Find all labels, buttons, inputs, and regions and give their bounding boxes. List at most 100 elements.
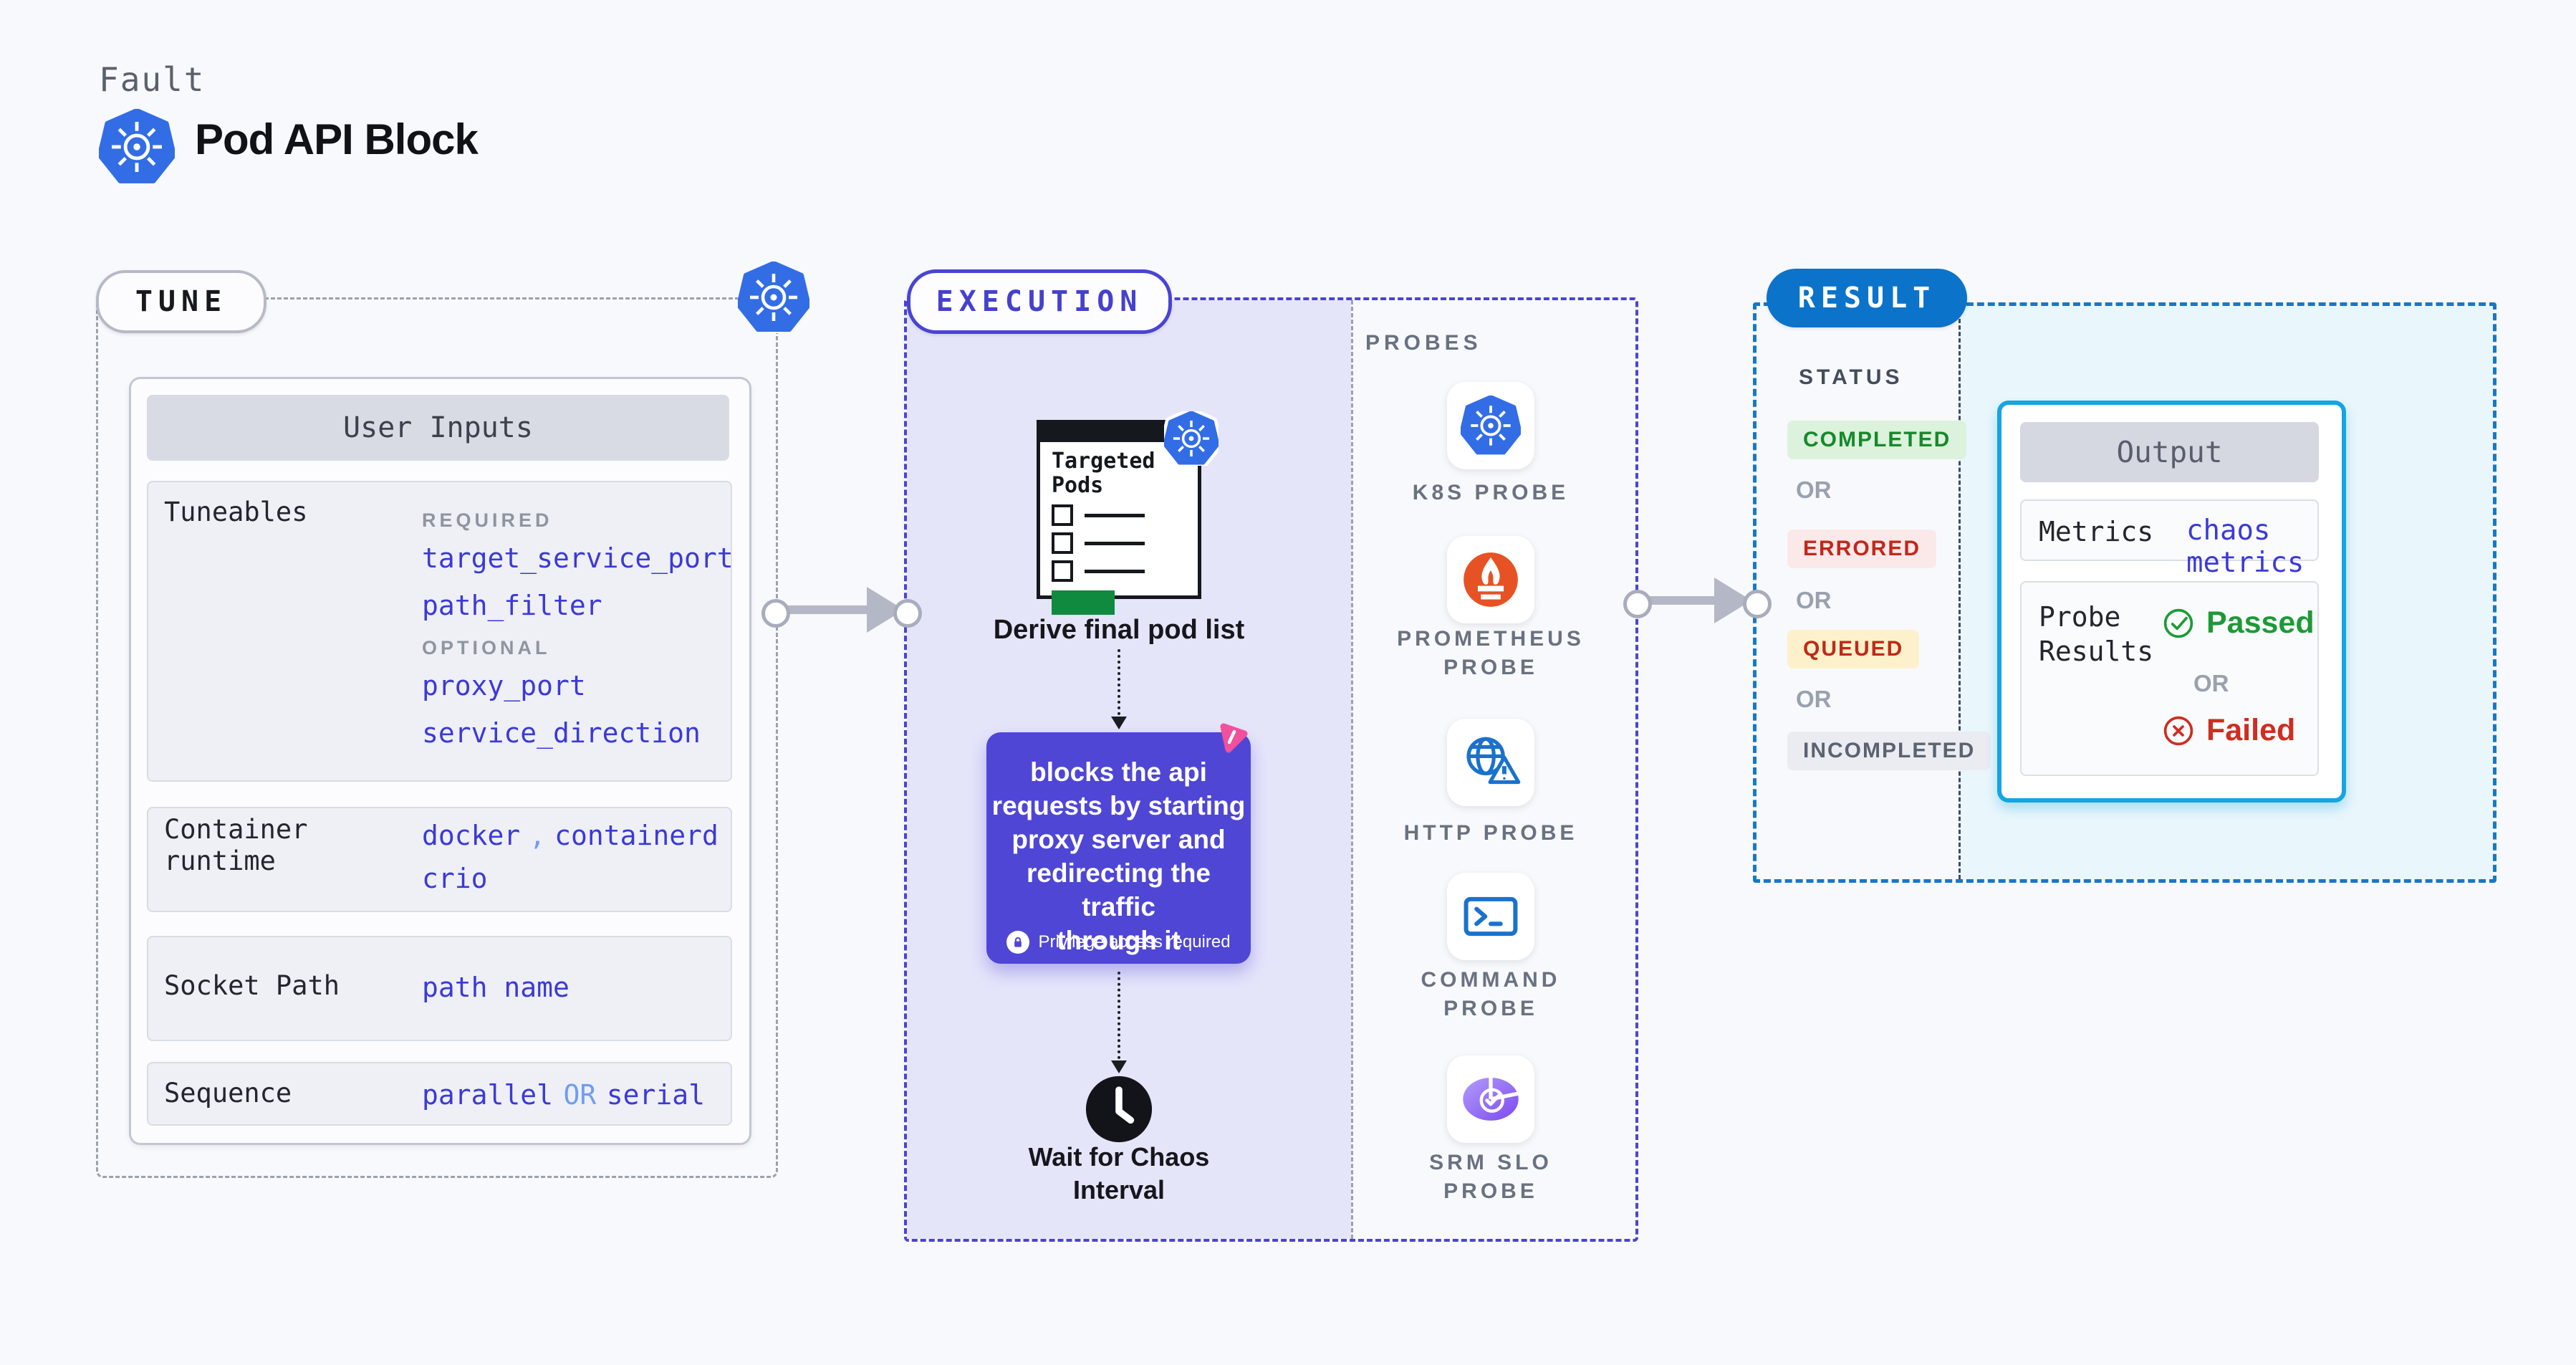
srm-slo-probe-card <box>1447 1055 1534 1143</box>
socket-path-row: Socket Path path name <box>147 936 732 1041</box>
slo-chart-icon <box>1459 1068 1522 1131</box>
kubernetes-icon <box>738 262 809 333</box>
tuneable-value: service_direction <box>422 717 701 749</box>
progress-block <box>1052 590 1115 615</box>
output-title: Output <box>2020 422 2319 482</box>
tuneables-row: Tuneables REQUIRED target_service_port p… <box>147 481 734 782</box>
execution-pill: EXECUTION <box>907 269 1172 334</box>
sequence-label: Sequence <box>164 1078 292 1108</box>
prometheus-probe-card <box>1447 536 1534 623</box>
wait-chaos-caption: Wait for Chaos Interval <box>990 1141 1248 1207</box>
or-label: OR <box>1796 587 1832 613</box>
dotted-connector <box>1118 972 1120 1059</box>
status-badge-completed: COMPLETED <box>1787 421 1967 459</box>
runtime-value: crio <box>422 863 488 894</box>
output-card: Output Metrics chaos metrics Probe Resul… <box>1997 401 2346 803</box>
tuneable-value: path_filter <box>422 590 602 621</box>
action-line: through it <box>1057 926 1181 955</box>
dotted-connector-head <box>1111 717 1127 729</box>
probes-divider <box>1351 300 1353 1239</box>
result-divider <box>1959 306 1961 879</box>
checklist-item <box>1052 532 1186 554</box>
fault-action-text: blocks the api requests by starting prox… <box>986 755 1251 957</box>
sequence-value: serial <box>606 1079 705 1111</box>
probe-results-row: Probe Results Passed OR Failed <box>2020 581 2319 776</box>
prometheus-icon <box>1464 552 1518 607</box>
optional-tag: OPTIONAL <box>422 637 551 658</box>
kubernetes-icon <box>1461 396 1521 456</box>
x-circle-icon <box>2163 716 2193 745</box>
action-line: blocks the api <box>1030 757 1207 787</box>
wait-line: Wait for Chaos <box>1028 1142 1210 1172</box>
socket-path-label: Socket Path <box>164 970 340 1001</box>
chaos-litmus-icon <box>1218 722 1254 758</box>
action-line: requests by starting <box>991 791 1246 820</box>
fault-kicker: Fault <box>99 60 206 99</box>
page-title: Pod API Block <box>195 115 479 163</box>
status-label: STATUS <box>1799 365 1903 389</box>
connector-ring <box>893 599 922 628</box>
flow-arrow-shaft <box>772 605 870 614</box>
checklist-item <box>1052 504 1186 526</box>
checklist-item <box>1052 560 1186 582</box>
privilege-note-text: Privilege access required <box>1038 932 1231 952</box>
action-line: proxy server and <box>1011 825 1226 854</box>
result-section: STATUS COMPLETED OR ERRORED OR QUEUED OR… <box>1753 302 2496 883</box>
tuneables-label: Tuneables <box>164 497 308 527</box>
fault-action-box: blocks the api requests by starting prox… <box>986 732 1251 964</box>
or-label: OR <box>1796 476 1832 503</box>
http-probe-label: HTTP PROBE <box>1403 821 1578 845</box>
failed-result: Failed <box>2162 713 2295 748</box>
runtime-value: containerd <box>554 820 719 851</box>
kubernetes-icon <box>1164 411 1219 466</box>
sequence-row: Sequence parallel OR serial <box>147 1062 732 1126</box>
or-label: OR <box>2193 670 2229 696</box>
container-runtime-values: docker , containerd <box>422 820 719 851</box>
command-probe-label: COMMAND PROBE <box>1421 968 1561 1020</box>
targeted-pods-title: Targeted Pods <box>1052 449 1155 498</box>
tune-section <box>96 297 778 1178</box>
dotted-connector-head <box>1111 1060 1127 1073</box>
sequence-connector: OR <box>563 1079 597 1111</box>
connector-ring <box>1743 590 1772 618</box>
tune-pill: TUNE <box>96 270 266 333</box>
metrics-value: chaos metrics <box>2186 514 2305 579</box>
prometheus-probe-label: PROMETHEUS PROBE <box>1397 627 1585 679</box>
probes-title: PROBES <box>1365 331 1482 355</box>
socket-path-value: path name <box>422 972 569 1003</box>
http-probe-card <box>1447 719 1534 806</box>
container-runtime-label: Container runtime <box>164 814 308 876</box>
flow-arrow-shaft <box>1634 596 1717 605</box>
connector-ring <box>761 599 790 628</box>
or-label: OR <box>1796 686 1832 712</box>
tuneable-value: target_service_port <box>422 542 734 574</box>
clock-icon <box>1085 1075 1153 1144</box>
status-badge-errored: ERRORED <box>1787 530 1937 568</box>
wait-line: Interval <box>1072 1175 1166 1204</box>
k8s-probe-label: K8S PROBE <box>1412 481 1570 504</box>
status-badge-incompleted: INCOMPLETED <box>1787 732 1991 770</box>
sequence-values: parallel OR serial <box>422 1079 705 1111</box>
privilege-note: Privilege access required <box>986 931 1251 954</box>
k8s-probe-card <box>1447 382 1534 469</box>
dotted-connector <box>1118 649 1120 715</box>
metrics-row: Metrics chaos metrics <box>2020 499 2319 579</box>
command-probe-card <box>1447 873 1534 960</box>
lock-icon <box>1006 931 1030 954</box>
user-inputs-title: User Inputs <box>147 395 729 461</box>
runtime-separator: , <box>529 820 546 851</box>
http-globe-icon <box>1460 732 1522 793</box>
status-badge-queued: QUEUED <box>1787 630 1920 669</box>
runtime-value: docker <box>422 820 521 851</box>
terminal-icon <box>1460 886 1522 947</box>
metrics-label: Metrics <box>2039 516 2154 547</box>
action-line: redirecting the traffic <box>1027 858 1211 921</box>
required-tag: REQUIRED <box>422 509 553 531</box>
probe-results-label: Probe Results <box>2039 601 2154 667</box>
tuneable-value: proxy_port <box>422 670 586 701</box>
kubernetes-icon <box>99 109 175 185</box>
container-runtime-row: Container runtime docker , containerd cr… <box>147 807 732 912</box>
sequence-value: parallel <box>422 1079 554 1111</box>
srm-slo-probe-label: SRM SLO PROBE <box>1429 1151 1552 1203</box>
